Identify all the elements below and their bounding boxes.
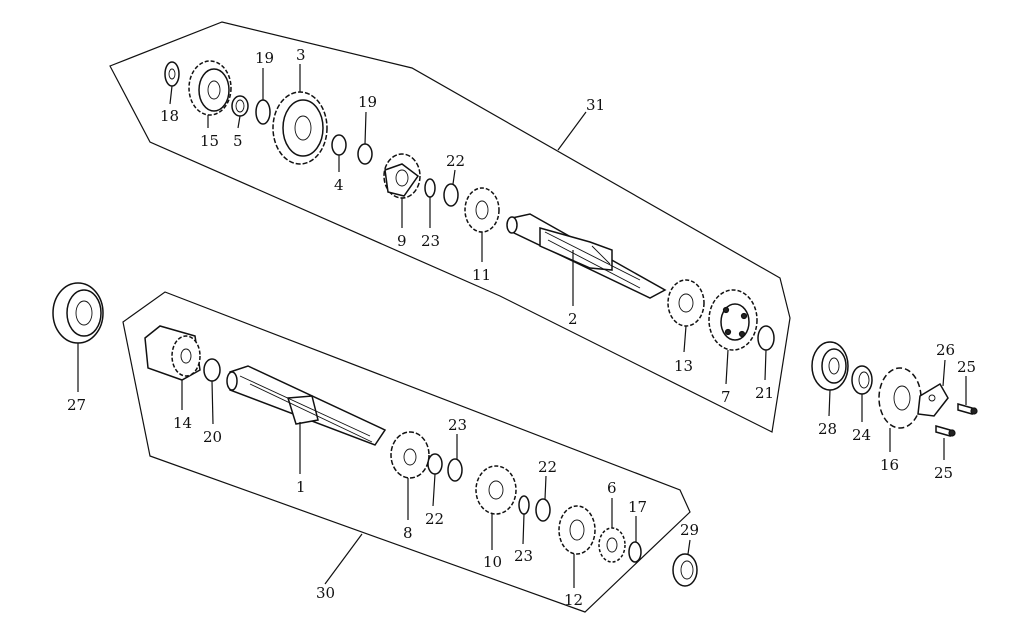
gear-13-shape — [667, 279, 705, 327]
leader-lines — [77, 64, 967, 588]
circlip-22-lower-left-shape — [427, 453, 443, 475]
label-23-a: 23 — [421, 232, 440, 250]
washer-19-upper-left-shape — [255, 99, 271, 125]
label-22-b: 22 — [425, 510, 444, 528]
label-1: 1 — [296, 478, 306, 496]
countershaft-assembly-outline — [109, 21, 791, 433]
bolt-25-upper-shape — [957, 403, 978, 415]
label-19-a: 19 — [255, 49, 274, 67]
label-28: 28 — [818, 420, 837, 438]
label-10: 10 — [483, 553, 502, 571]
label-12: 12 — [564, 591, 583, 609]
gear-14-shape — [144, 325, 201, 381]
washer-18-shape — [164, 61, 180, 87]
bushing-5-shape — [231, 95, 249, 117]
countershaft — [506, 213, 667, 299]
bearing-28-shape — [811, 341, 849, 391]
circlip-23-lower-left-shape — [447, 458, 463, 482]
gear-10-shape — [475, 465, 517, 515]
label-8: 8 — [403, 524, 413, 542]
plate-26-shape — [917, 382, 949, 417]
washer-22-upper-shape — [443, 183, 459, 207]
part-labels: 31 30 18 15 5 19 3 4 19 9 23 22 11 2 13 … — [67, 46, 976, 609]
gear-8-shape — [390, 431, 430, 479]
gear-9-shape — [383, 153, 421, 199]
washer-21-shape — [757, 325, 775, 351]
label-20: 20 — [203, 428, 222, 446]
label-18: 18 — [160, 107, 179, 125]
mainshaft — [226, 365, 387, 446]
label-23-c: 23 — [514, 547, 533, 565]
gear-12-shape — [558, 505, 596, 555]
washer-20-shape — [203, 358, 221, 382]
label-9: 9 — [397, 232, 407, 250]
bearing-27-shape — [52, 282, 104, 344]
label-25-a: 25 — [957, 358, 976, 376]
gear-11-shape — [464, 187, 500, 233]
label-27: 27 — [67, 396, 86, 414]
circlip-23-upper-shape — [424, 178, 436, 198]
mainshaft-assembly-outline — [122, 291, 691, 613]
label-22-a: 22 — [446, 152, 465, 170]
label-15: 15 — [200, 132, 219, 150]
washer-19-upper-right-shape — [357, 143, 373, 165]
bushing-4-shape — [331, 134, 347, 156]
label-23-b: 23 — [448, 416, 467, 434]
label-4: 4 — [334, 176, 344, 194]
label-24: 24 — [852, 426, 871, 444]
label-5: 5 — [233, 132, 243, 150]
gear-15-shape — [188, 60, 232, 116]
label-26: 26 — [936, 341, 955, 359]
gear-6-shape — [598, 527, 626, 563]
label-2: 2 — [568, 310, 578, 328]
bolt-25-lower-shape — [935, 425, 956, 437]
washer-22-lower-right-shape — [535, 498, 551, 522]
washer-17-shape — [628, 541, 642, 563]
label-19-b: 19 — [358, 93, 377, 111]
sprocket-16-shape — [878, 367, 922, 429]
label-13: 13 — [674, 357, 693, 375]
label-14: 14 — [173, 414, 192, 432]
label-25-b: 25 — [934, 464, 953, 482]
label-17: 17 — [628, 498, 647, 516]
gear-3-shape — [272, 91, 328, 165]
label-30: 30 — [316, 584, 335, 602]
label-11: 11 — [472, 266, 491, 284]
gear-7-shape — [708, 289, 758, 351]
label-6: 6 — [607, 479, 617, 497]
label-16: 16 — [880, 456, 899, 474]
label-7: 7 — [721, 388, 731, 406]
bearing-29-shape — [672, 553, 698, 587]
label-3: 3 — [296, 46, 306, 64]
label-22-c: 22 — [538, 458, 557, 476]
label-31: 31 — [586, 96, 605, 114]
label-21: 21 — [755, 384, 774, 402]
label-29: 29 — [680, 521, 699, 539]
circlip-23-lower-right-shape — [518, 495, 530, 515]
collar-24-shape — [851, 365, 873, 395]
